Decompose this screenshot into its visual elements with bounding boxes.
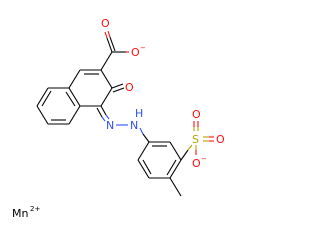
sulfonate-oxygen-bottom: O [192, 157, 201, 170]
bond [100, 51, 113, 71]
bond [100, 105, 107, 116]
benzo-ring [36, 87, 81, 125]
bond [139, 127, 144, 135]
bond [142, 159, 152, 175]
bond [65, 91, 76, 107]
bond [96, 107, 103, 118]
bond [105, 114, 110, 120]
bond [169, 141, 182, 161]
bond [109, 36, 116, 52]
bond [36, 105, 49, 125]
carboxylate-group: O O − [100, 17, 146, 71]
tolyl-ring [137, 141, 182, 179]
bond [112, 87, 125, 93]
carboxylate-oxygen-double: O [101, 17, 110, 30]
sulfur-atom: S [192, 133, 199, 146]
azo-nitrogen-1: N [106, 119, 114, 132]
bond [68, 69, 81, 89]
keto-group: O [111, 81, 134, 94]
carboxylate-oxygen-single: O [131, 46, 140, 59]
bond [101, 116, 106, 122]
sulfonate-charge: − [201, 155, 207, 163]
sulfonate-oxygen-right: O [216, 133, 225, 146]
azo-nitrogen-2: N [130, 119, 138, 132]
structure-canvas: O O − O N N H S [12, 17, 225, 220]
bond [68, 87, 81, 107]
bond [36, 87, 49, 107]
keto-ring [68, 69, 113, 107]
bond [41, 90, 52, 107]
manganese-symbol: Mn [12, 207, 28, 220]
keto-oxygen: O [125, 81, 134, 94]
manganese-charge: 2+ [30, 205, 40, 213]
carboxylate-charge: − [140, 44, 146, 52]
bond [142, 133, 150, 143]
bond [100, 87, 113, 107]
bond [187, 144, 193, 151]
bond [137, 159, 150, 179]
bond [106, 37, 113, 53]
bond [68, 105, 81, 125]
bond [104, 31, 108, 39]
nitrogen-hydrogen: H [135, 107, 143, 120]
bond [111, 83, 124, 89]
bond [107, 30, 111, 38]
bond [169, 159, 182, 179]
manganese-counter-ion: Mn 2+ [12, 205, 40, 220]
sulfonate-group: S O O O − [180, 108, 225, 170]
bond [180, 149, 189, 161]
bond [166, 159, 177, 176]
methyl-bond [169, 177, 182, 197]
sulfonate-oxygen-top: O [192, 108, 201, 121]
bond [137, 141, 150, 161]
bond [100, 69, 113, 89]
hydrazone-group: N N H [96, 105, 150, 143]
molecule-structure: O O − O N N H S [12, 17, 225, 220]
